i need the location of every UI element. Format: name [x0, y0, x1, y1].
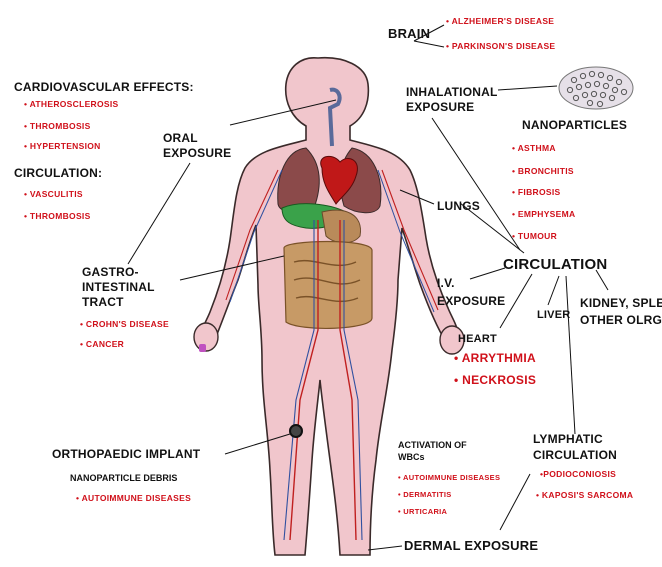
gi-label-3: TRACT	[82, 296, 124, 310]
lymphatic-item-2: • KAPOSI'S SARCOMA	[536, 491, 633, 501]
circulation-left-item-2: • THROMBOSIS	[24, 212, 91, 222]
kidney-label-2: OTHER OLRGANS	[580, 314, 662, 328]
liver-label: LIVER	[537, 309, 570, 322]
wbc-item-1: • AUTOIMMUNE DISEASES	[398, 474, 500, 483]
gi-label-1: GASTRO-	[82, 266, 139, 280]
nano-item-5: • TUMOUR	[512, 232, 557, 242]
orthopaedic-implant-icon	[290, 425, 302, 437]
orthopaedic-item-1: • AUTOIMMUNE DISEASES	[76, 494, 191, 504]
nano-item-1: • ASTHMA	[512, 144, 556, 154]
orthopaedic-label: ORTHOPAEDIC IMPLANT	[52, 448, 200, 462]
kidney-label-1: KIDNEY, SPLEEN,	[580, 297, 662, 311]
nano-item-4: • EMPHYSEMA	[512, 210, 575, 220]
heart-label: HEART	[458, 333, 497, 346]
wbc-item-3: • URTICARIA	[398, 508, 447, 517]
gi-item-1: • CROHN'S DISEASE	[80, 320, 169, 330]
wbc-item-2: • DERMATITIS	[398, 491, 452, 500]
oral-exposure-label-1: ORAL	[163, 132, 198, 146]
orthopaedic-sub: NANOPARTICLE DEBRIS	[70, 473, 177, 483]
nano-item-3: • FIBROSIS	[512, 188, 560, 198]
iv-exposure-label-1: I.V.	[437, 277, 455, 291]
nano-item-2: • BRONCHITIS	[512, 167, 574, 177]
oral-exposure-label-2: EXPOSURE	[163, 147, 231, 161]
cardiovascular-label: CARDIOVASCULAR EFFECTS:	[14, 81, 194, 95]
lymphatic-label-1: LYMPHATIC	[533, 433, 603, 447]
wbc-label-1: ACTIVATION OF	[398, 440, 467, 450]
gi-label-2: INTESTINAL	[82, 281, 155, 295]
lymphatic-label-2: CIRCULATION	[533, 449, 617, 463]
heart-item-2: • NECKROSIS	[454, 374, 536, 388]
lungs-label: LUNGS	[437, 200, 480, 214]
gi-item-2: • CANCER	[80, 340, 124, 350]
brain-label: BRAIN	[388, 27, 430, 42]
nanoparticles-label: NANOPARTICLES	[522, 119, 627, 133]
lymphatic-item-1: •PODIOCONIOSIS	[540, 470, 616, 480]
injection-mark	[199, 344, 206, 352]
brain-disease-1: • ALZHEIMER'S DISEASE	[446, 17, 554, 27]
circulation-right-label: CIRCULATION	[503, 256, 607, 273]
circulation-left-label: CIRCULATION:	[14, 167, 102, 181]
dermal-exposure-label: DERMAL EXPOSURE	[404, 539, 538, 554]
heart-item-1: • ARRYTHMIA	[454, 352, 536, 366]
intestines	[284, 242, 372, 329]
iv-exposure-label-2: EXPOSURE	[437, 295, 505, 309]
brain-disease-2: • PARKINSON'S DISEASE	[446, 42, 555, 52]
wbc-label-2: WBCs	[398, 452, 425, 462]
cardio-item-1: • ATHEROSCLEROSIS	[24, 100, 119, 110]
inhalational-exposure-label-2: EXPOSURE	[406, 101, 474, 115]
cardio-item-2: • THROMBOSIS	[24, 122, 91, 132]
circulation-left-item-1: • VASCULITIS	[24, 190, 83, 200]
cardio-item-3: • HYPERTENSION	[24, 142, 101, 152]
nanoparticle-cluster-icon	[559, 67, 633, 109]
inhalational-exposure-label-1: INHALATIONAL	[406, 86, 498, 100]
